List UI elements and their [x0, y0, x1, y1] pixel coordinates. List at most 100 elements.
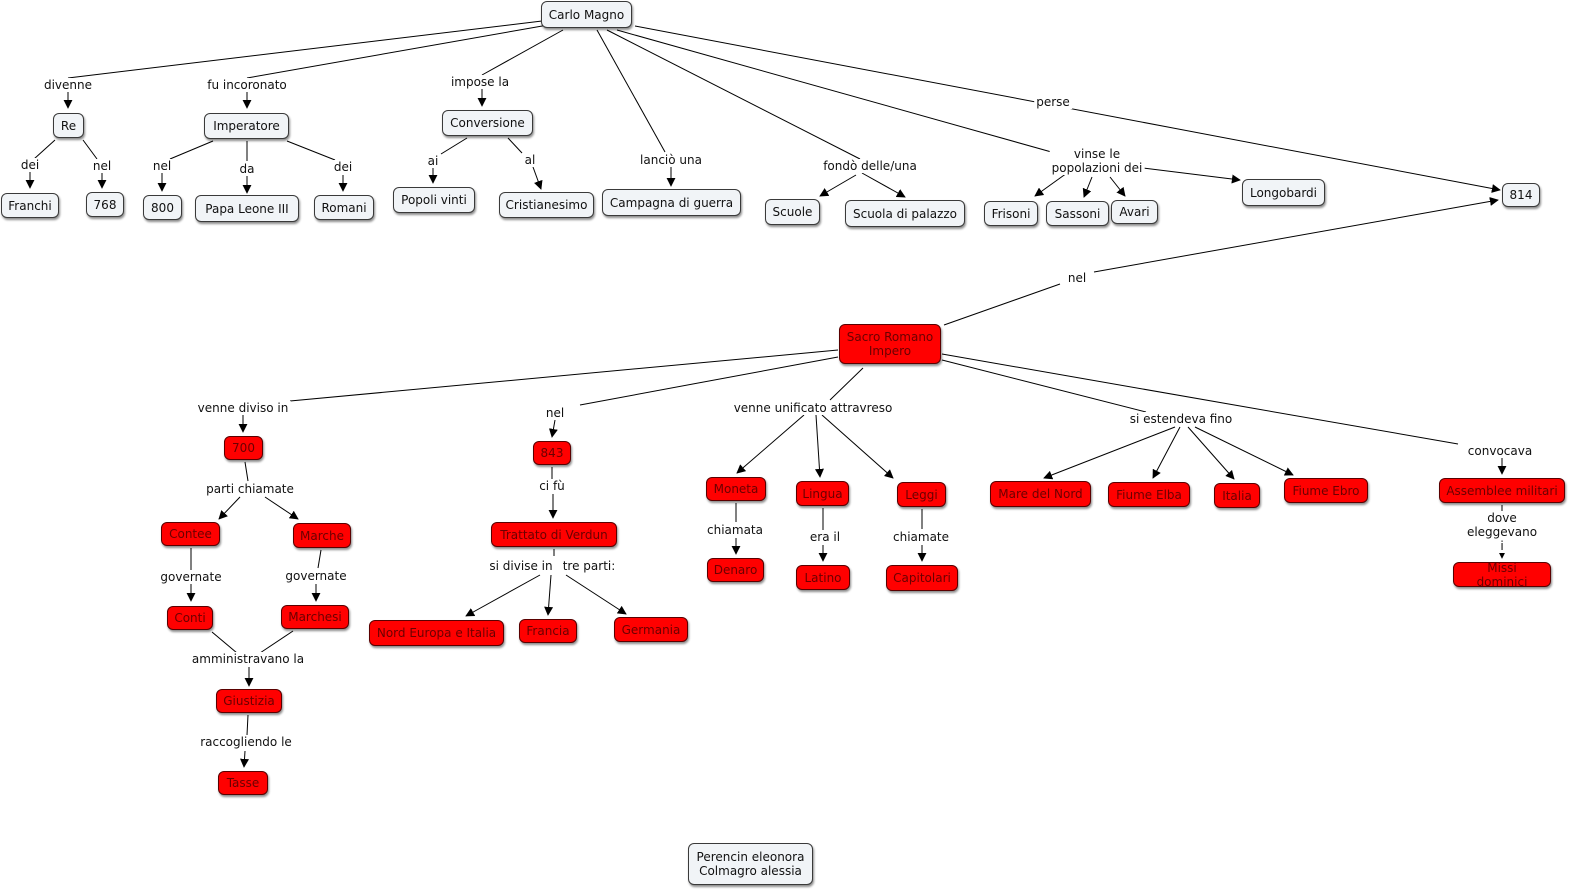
- link-label-unificato: venne unificato attravreso: [731, 401, 895, 415]
- node-longobardi[interactable]: Longobardi: [1242, 179, 1325, 206]
- node-imperatore[interactable]: Imperatore: [204, 113, 289, 139]
- node-popoli-vinti[interactable]: Popoli vinti: [393, 187, 475, 213]
- node-capitolari[interactable]: Capitolari: [886, 565, 958, 591]
- link-label-imp-nel: nel: [150, 159, 174, 173]
- connector-line: [736, 414, 805, 474]
- connector-line: [861, 172, 906, 198]
- node-papa-leone-iii[interactable]: Papa Leone III: [195, 195, 299, 222]
- node-denaro[interactable]: Denaro: [707, 558, 764, 582]
- node-tasse[interactable]: Tasse: [218, 771, 268, 795]
- link-label-governate-1: governate: [158, 570, 224, 584]
- node-assemblee-militari[interactable]: Assemblee militari: [1439, 478, 1565, 503]
- node-sassoni[interactable]: Sassoni: [1046, 201, 1109, 226]
- node-frisoni[interactable]: Frisoni: [984, 201, 1038, 226]
- connector-line: [606, 29, 861, 160]
- link-label-estendeva: si estendeva fino: [1127, 412, 1235, 426]
- connector-line: [440, 137, 468, 155]
- connector-line: [1142, 167, 1241, 184]
- node-nord-europa-e-italia[interactable]: Nord Europa e Italia: [369, 620, 504, 646]
- node-missi-dominici[interactable]: Missi dominici: [1453, 561, 1551, 589]
- connector-line: [481, 29, 564, 76]
- node-francia[interactable]: Francia: [519, 619, 577, 643]
- node-scuole[interactable]: Scuole: [765, 199, 820, 225]
- connector-line: [286, 140, 336, 161]
- connector-line: [821, 414, 894, 479]
- connector-line: [943, 283, 1061, 326]
- connector-line: [259, 630, 294, 654]
- link-label-ci-fu: ci fù: [537, 479, 567, 493]
- node-franchi[interactable]: Franchi: [1, 193, 59, 218]
- node-campagna-di-guerra[interactable]: Campagna di guerra: [602, 189, 741, 216]
- connector-line: [289, 349, 839, 402]
- link-label-imp-dei: dei: [331, 160, 355, 174]
- node-contee[interactable]: Contee: [161, 522, 220, 546]
- connector-line: [941, 353, 1459, 445]
- node-768[interactable]: 768: [86, 192, 124, 217]
- connector-line: [246, 24, 549, 79]
- node-sacro-romano-impero[interactable]: Sacro Romano Impero: [839, 324, 941, 364]
- node-conti[interactable]: Conti: [167, 606, 213, 630]
- node-avari[interactable]: Avari: [1111, 200, 1158, 224]
- link-label-fu-incoronato: fu incoronato: [205, 78, 289, 92]
- connector-line: [829, 367, 864, 401]
- link-label-chiamate: chiamate: [890, 530, 952, 544]
- link-label-re-nel: nel: [90, 159, 114, 173]
- node-fiume-ebro[interactable]: Fiume Ebro: [1284, 478, 1368, 503]
- node-scuola-di-palazzo[interactable]: Scuola di palazzo: [845, 200, 965, 227]
- node-moneta[interactable]: Moneta: [706, 477, 766, 501]
- link-label-perse: perse: [1034, 95, 1072, 109]
- connector-line: [317, 549, 322, 569]
- connector-line: [82, 139, 98, 160]
- link-label-conv-al: al: [522, 153, 538, 167]
- link-label-imp-da: da: [237, 162, 257, 176]
- node-lingua[interactable]: Lingua: [796, 481, 849, 506]
- node-marche[interactable]: Marche: [293, 523, 351, 548]
- link-label-chiamata: chiamata: [705, 523, 765, 537]
- connector-line: [264, 496, 299, 520]
- node-cristianesimo[interactable]: Cristianesimo: [499, 192, 594, 218]
- connector-line: [67, 20, 543, 79]
- connector-line: [548, 419, 558, 438]
- connector-line: [1152, 426, 1181, 479]
- connector-line: [33, 139, 56, 160]
- node-mare-del-nord[interactable]: Mare del Nord: [990, 481, 1091, 507]
- link-label-fondo: fondò delle/una: [821, 159, 919, 173]
- link-label-convocava: convocava: [1465, 444, 1535, 458]
- link-label-divenne: divenne: [41, 78, 95, 92]
- connector-line: [579, 356, 839, 406]
- link-label-era-il: era il: [807, 530, 843, 544]
- link-label-vinse: vinse le popolazioni dei: [1049, 147, 1145, 175]
- link-label-dove-eleggevano: dove eleggevano i: [1464, 511, 1540, 553]
- link-label-conv-ai: ai: [425, 154, 441, 168]
- connector-line: [244, 461, 249, 482]
- node-800[interactable]: 800: [143, 195, 182, 220]
- node-fiume-elba[interactable]: Fiume Elba: [1108, 482, 1190, 507]
- connector-line: [240, 750, 249, 768]
- node-carlo-magno[interactable]: Carlo Magno: [541, 1, 632, 28]
- node-700[interactable]: 700: [224, 436, 263, 460]
- link-label-nel-814: nel: [1065, 271, 1089, 285]
- connector-line: [218, 496, 241, 520]
- connector-line: [169, 140, 214, 160]
- link-label-re-dei: dei: [18, 158, 42, 172]
- node-giustizia[interactable]: Giustizia: [216, 689, 282, 713]
- node-re[interactable]: Re: [53, 113, 84, 138]
- node-trattato-di-verdun[interactable]: Trattato di Verdun: [491, 522, 617, 547]
- connector-line: [1109, 176, 1126, 197]
- node-814[interactable]: 814: [1502, 183, 1540, 207]
- connector-line: [1082, 176, 1093, 198]
- node-romani[interactable]: Romani: [314, 195, 374, 220]
- node-germania[interactable]: Germania: [614, 617, 688, 642]
- link-label-si-divise: si divise in: [487, 559, 555, 573]
- connector-line: [544, 574, 554, 616]
- node-conversione[interactable]: Conversione: [442, 110, 533, 136]
- link-label-tre-parti: tre parti:: [560, 559, 618, 573]
- connector-line: [596, 29, 666, 153]
- connector-line: [941, 359, 1147, 413]
- node-italia[interactable]: Italia: [1214, 483, 1260, 508]
- node-marchesi[interactable]: Marchesi: [281, 605, 349, 629]
- node-latino[interactable]: Latino: [796, 565, 850, 590]
- node-leggi[interactable]: Leggi: [897, 482, 946, 507]
- node-843[interactable]: 843: [533, 441, 571, 465]
- link-label-parti-chiamate: parti chiamate: [204, 482, 296, 496]
